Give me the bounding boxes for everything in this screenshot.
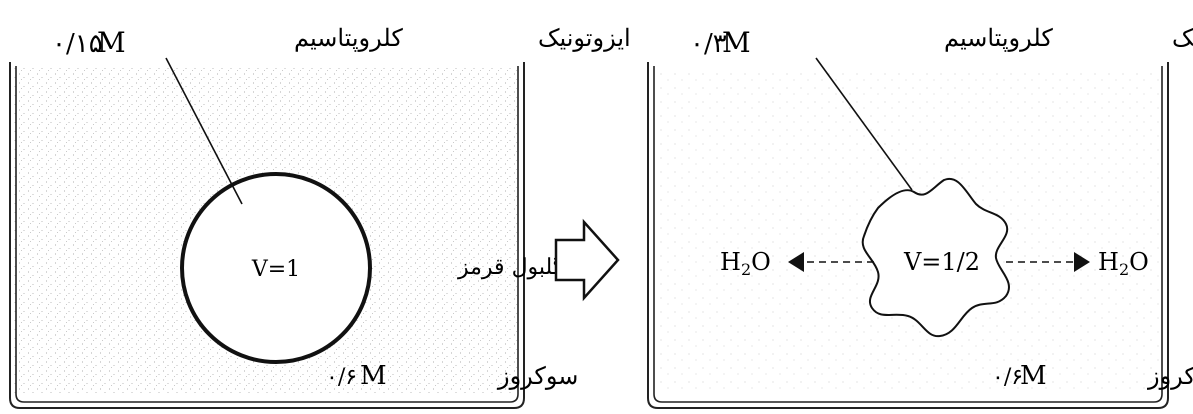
right-outer-solute-label: سوکروز xyxy=(1147,362,1193,390)
left-beaker-outer xyxy=(9,62,525,409)
left-panel: ایزوتونیک ۰/۱۵ M کلروپتاسیم V=1 گلبول قر… xyxy=(9,24,631,409)
water-label-right: H2O xyxy=(1098,248,1149,279)
water-arrow-right-icon xyxy=(1074,252,1090,272)
right-beaker-inner xyxy=(653,66,1163,403)
right-leader-line xyxy=(815,57,913,191)
right-beaker-outer xyxy=(647,62,1169,409)
left-outer-solute-unit: M xyxy=(360,361,387,391)
right-cell-volume: V=1/2 xyxy=(903,248,980,276)
left-cell xyxy=(180,172,372,364)
right-outer-solute-unit: M xyxy=(1020,361,1047,391)
right-condition-label: هیپرتونیک xyxy=(1172,24,1193,52)
right-inner-solute-value: ۰/۳ xyxy=(690,29,727,59)
water-label-left: H2O xyxy=(720,248,771,279)
left-outer-solute-value: ۰/۶ xyxy=(326,365,357,390)
right-inner-solute-unit: M xyxy=(722,26,751,59)
left-leader-line xyxy=(165,57,243,205)
left-cell-label: گلبول قرمز xyxy=(457,254,564,280)
right-inner-solute-label: کلروپتاسیم xyxy=(944,24,1053,52)
right-panel: هیپرتونیک ۰/۳ M کلروپتاسیم V=1/2 H2O H2O… xyxy=(647,24,1193,409)
transition-arrow-icon xyxy=(554,218,620,302)
left-cell-volume: V=1 xyxy=(251,257,300,282)
left-inner-solute-value: ۰/۱۵ xyxy=(52,29,103,59)
left-beaker-inner xyxy=(15,66,519,403)
left-inner-solute-label: کلروپتاسیم xyxy=(294,24,403,52)
left-outer-solute-label: سوکروز xyxy=(497,362,578,390)
left-condition-label: ایزوتونیک xyxy=(538,24,631,52)
right-outer-solute-value: ۰/۶ xyxy=(992,365,1023,390)
water-arrow-left-icon xyxy=(788,252,804,272)
left-inner-solute-unit: M xyxy=(97,26,126,59)
right-cell xyxy=(861,177,1010,338)
